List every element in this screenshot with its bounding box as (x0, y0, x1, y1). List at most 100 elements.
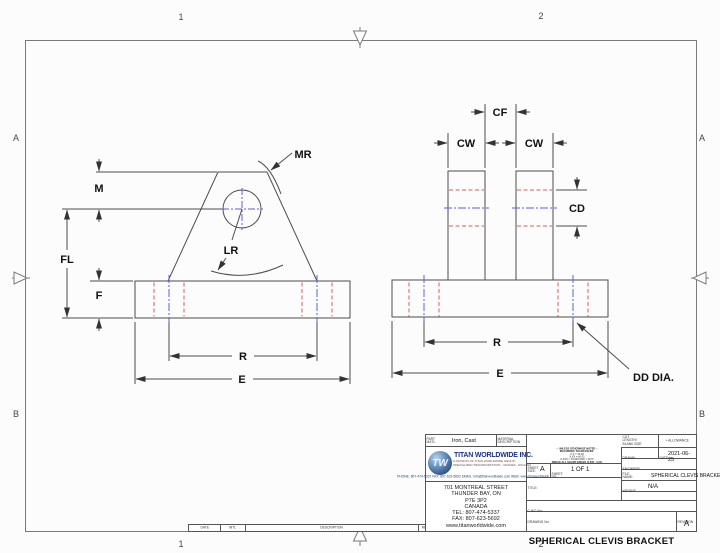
company-contact-line-wrap: PHONE: 807-474-5337 FAX: 807-623-5692 EM… (397, 474, 556, 480)
drawn-label: DRAWN (622, 456, 635, 460)
title-block: PART MATL: Iron, Cast MATERIAL DESCRIPTI… (397, 434, 720, 547)
file-name-value: SPHERICAL CLEVIS BRACKET.ipt (651, 473, 720, 479)
side-view-centerlines (423, 207, 574, 322)
dim-label-m: M (94, 183, 103, 195)
company-logo: TW (428, 451, 452, 475)
revision-history-strip: DATE INTL DESCRIPTION REV (188, 524, 433, 532)
dim-label-fl: FL (60, 254, 74, 266)
zone-label-right-a: A (699, 133, 705, 143)
zone-label-top-2: 2 (538, 11, 543, 21)
allowance-cell: + ALLOWANCE (659, 435, 696, 448)
tolerance-line-4: X.XX = ±0.01 (569, 455, 585, 459)
sheet-size-cell: SHEET SIZE: A (527, 464, 551, 478)
sheet-value: 1 OF 1 (571, 467, 590, 473)
dim-label-mr: MR (294, 149, 311, 161)
drawing-number-value: SPHERICAL CLEVIS BRACKET (528, 536, 675, 547)
revision-col-description: DESCRIPTION (246, 525, 420, 531)
revision-col-date: DATE (189, 525, 221, 531)
sheet-cell: SHEET: 1 OF 1 (551, 464, 622, 478)
tolerance-line-6: BREAK ALL SHARP EDGES (0.005 - 0.01) (551, 461, 603, 464)
sheet-size-label: SHEET SIZE: (527, 466, 539, 473)
company-contact-line: PHONE: 807-474-5337 FAX: 807-623-5692 EM… (396, 475, 557, 479)
cnc-number-cell: C.N/C No: (527, 501, 696, 513)
drawing-number-cell: DRAWING No: SPHERICAL CLEVIS BRACKET (527, 512, 677, 547)
weight-cell: WEIGHT: N/A (622, 481, 696, 493)
dim-label-cw-left: CW (457, 138, 476, 150)
tolerances-text: ~ UNLESS OTHERWISE NOTED ~ MACHINING TOL… (530, 447, 621, 464)
side-view-labels: CF CW CW CD R E DD DIA. (457, 107, 674, 384)
date-value: 2021-06-25 (668, 451, 691, 463)
address-line-2: THUNDER BAY, ON (451, 491, 501, 498)
date-cell: DATE 2021-06-25 (659, 448, 696, 463)
drawn-cell: DRAWN (622, 448, 659, 460)
side-view-hidden-lines (408, 189, 589, 317)
title-cell: TITLE: (527, 478, 622, 501)
dim-label-e-front: E (238, 374, 245, 386)
address-line-4: CANADA (464, 503, 488, 510)
dim-label-cw-right: CW (525, 138, 544, 150)
weight-value: N/A (648, 484, 659, 490)
company-tagline-red: A DIVISION OF TITAN WORLDWIDE GROUP (453, 460, 515, 463)
revision-col-intl: INTL (221, 525, 246, 531)
dim-label-r-side: R (493, 337, 501, 349)
material-description-cell: MATERIAL DESCRIPTION (497, 435, 527, 447)
logo-cell: TW TITAN WORLDWIDE INC. A DIVISION OF TI… (397, 447, 556, 482)
spare-cell (622, 492, 696, 501)
zone-label-bottom-2: 2 (538, 539, 543, 549)
material-description-label: MATERIAL DESCRIPTION (497, 437, 521, 444)
address-line-7: www.titanworldwide.com (446, 522, 506, 529)
dim-label-e-side: E (496, 368, 503, 380)
tolerance-line-2: MACHINING TOLERANCES: (559, 450, 595, 454)
dim-label-f: F (96, 290, 103, 302)
part-material-value: Iron, Cast (452, 438, 476, 444)
part-material-cell: PART MATL: Iron, Cast (426, 435, 497, 447)
zone-label-top-1: 1 (178, 12, 183, 22)
weight-label: WEIGHT: (622, 489, 637, 493)
address-line-1: 701 MONTREAL STREET (443, 485, 509, 491)
allowance-label: + ALLOWANCE (665, 439, 690, 443)
file-name-label: FILE NAME: (622, 472, 634, 479)
zone-label-left-b: B (13, 409, 19, 419)
part-material-label: PART MATL: (426, 437, 437, 444)
engineer-label: ENGINEER (622, 467, 640, 471)
address-line-5: TEL: 807-474-5337 (452, 510, 500, 517)
zone-label-bottom-1: 1 (178, 539, 183, 549)
drawing-number-label: DRAWING No: (527, 520, 550, 524)
cut-length-cell: CUT LENGTH/ BLANK SIZE (622, 435, 659, 448)
sheet-size-value: A (540, 466, 545, 473)
zone-labels: 1 2 1 2 A B A B (13, 11, 705, 549)
center-mark-right (691, 271, 709, 285)
front-view-dimensions (62, 152, 351, 384)
dim-label-r-front: R (239, 351, 247, 363)
cnc-number-label: C.N/C No: (527, 509, 543, 513)
sheet-label: SHEET: (551, 472, 564, 476)
revision-value: A (683, 519, 690, 528)
date-label: DATE (659, 456, 669, 460)
tolerance-line-3: X.X = ±0.03 (570, 453, 584, 456)
front-view-labels: MR M FL F LR R E (60, 149, 311, 386)
center-mark-top (352, 27, 368, 48)
dim-label-lr: LR (224, 245, 239, 257)
front-view-outline (134, 160, 351, 319)
revision-header-intl: INTL (229, 526, 237, 530)
company-address-cell: 701 MONTREAL STREET THUNDER BAY, ON P7E … (426, 482, 527, 531)
logo-monogram: TW (432, 457, 448, 469)
company-tagline-gray: SPECIALIZED TRANSPORTATION - CRANES - RI… (453, 464, 532, 467)
center-mark-left (12, 271, 30, 285)
tolerance-line-1: ~ UNLESS OTHERWISE NOTED ~ (556, 447, 598, 451)
revision-label: REVISION (677, 520, 694, 524)
tolerances-cell: ~ UNLESS OTHERWISE NOTED ~ MACHINING TOL… (527, 447, 622, 464)
dim-label-dd-dia: DD DIA. (633, 372, 674, 384)
revision-cell: REVISION A (677, 512, 696, 531)
dim-label-cf: CF (493, 107, 508, 119)
side-view-dimensions (391, 104, 630, 378)
engineer-cell: ENGINEER (622, 459, 696, 471)
mr-construction-arc (257, 160, 282, 195)
dim-label-cd: CD (569, 203, 585, 215)
revision-header-date: DATE (200, 526, 209, 530)
address-line-3: P7E 3P2 (465, 497, 487, 504)
side-view-outline (391, 170, 609, 318)
company-name: TITAN WORLDWIDE INC. (454, 452, 533, 459)
